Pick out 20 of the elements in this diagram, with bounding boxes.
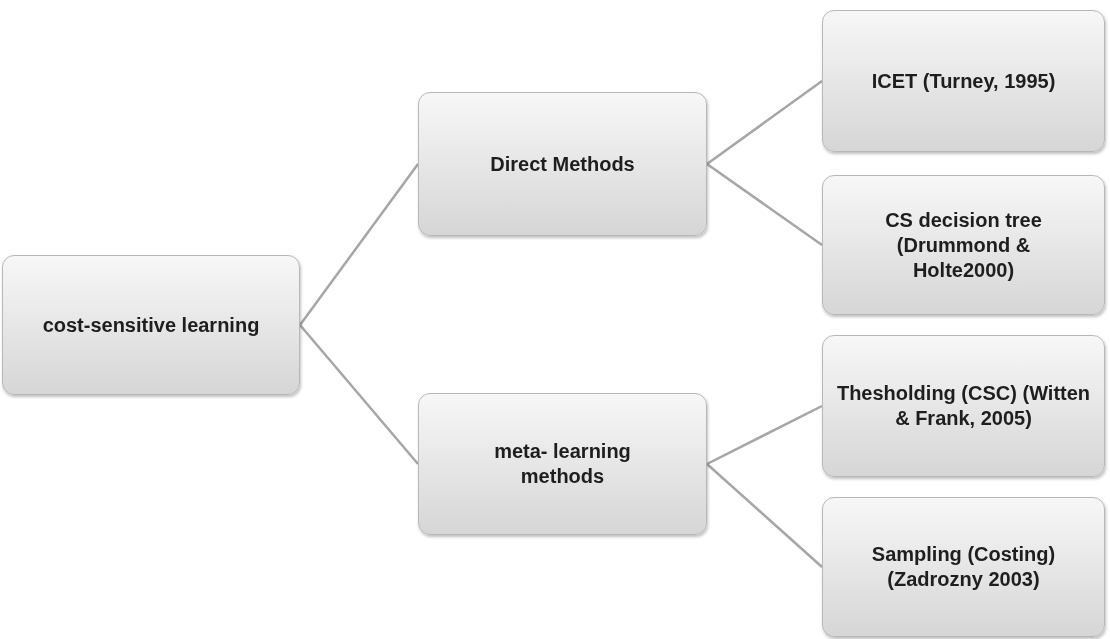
rounded-box: [822, 175, 1105, 315]
rounded-box: [822, 10, 1105, 152]
box-label: Direct Methods: [490, 151, 635, 177]
rounded-box: [418, 92, 707, 236]
rounded-box: [418, 393, 707, 535]
rounded-box: [822, 335, 1105, 477]
connector-line: [706, 463, 823, 568]
box-label: Sampling (Costing) (Zadrozny 2003): [870, 542, 1057, 592]
box-label: meta- learning methods: [493, 439, 632, 489]
box-label: CS decision tree (Drummond & Holte2000): [884, 207, 1043, 283]
connector-line: [706, 80, 823, 165]
rounded-box: [2, 255, 300, 395]
box-label: Thesholding (CSC) (Witten & Frank, 2005): [835, 381, 1092, 431]
connector-line: [706, 162, 823, 247]
connector-line: [299, 163, 419, 326]
box-label: cost-sensitive learning: [42, 312, 260, 338]
connector-line: [299, 324, 419, 465]
rounded-box: [822, 497, 1105, 637]
connector-line: [706, 404, 823, 466]
box-label: ICET (Turney, 1995): [871, 68, 1056, 94]
